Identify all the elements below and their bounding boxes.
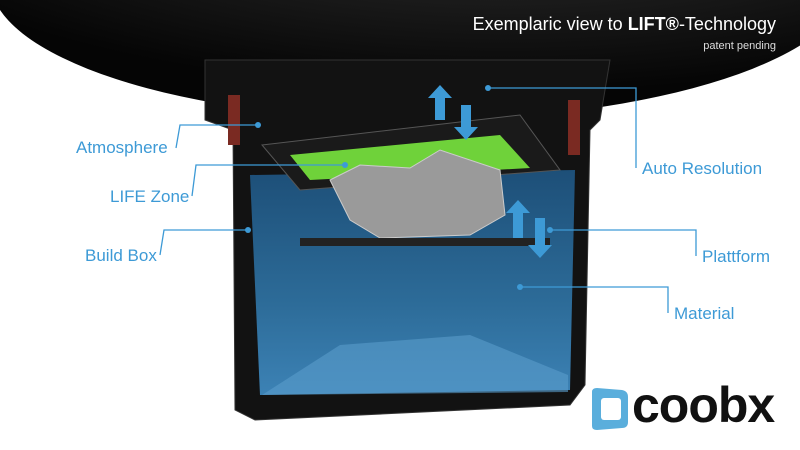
label-atmosphere: Atmosphere <box>76 138 168 157</box>
label-auto-resolution: Auto Resolution <box>642 159 763 178</box>
logo-mark-icon <box>592 388 628 430</box>
subtitle: patent pending <box>703 40 776 52</box>
leader-dots <box>245 85 553 290</box>
logo-text: coobx <box>632 377 775 433</box>
page-title: Exemplaric view to LIFT®-Technology <box>473 14 776 35</box>
auto-resolution-arrows-icon <box>428 85 478 140</box>
atmosphere-seal-right <box>568 100 580 155</box>
label-material: Material <box>674 304 735 323</box>
title-suffix: -Technology <box>678 14 776 34</box>
title-brand: LIFT® <box>627 14 679 34</box>
label-plattform: Plattform <box>702 247 771 266</box>
material-bottom <box>262 335 568 395</box>
label-build-box: Build Box <box>85 246 157 265</box>
coobx-logo: coobx <box>588 377 788 434</box>
build-platform <box>300 238 550 246</box>
platform-arrows-icon <box>506 200 552 258</box>
material-volume <box>250 170 575 395</box>
title-prefix: Exemplaric view to <box>472 14 628 34</box>
atmosphere-seal-left <box>228 95 240 145</box>
leader-lines <box>159 87 697 313</box>
printed-part <box>329 149 506 239</box>
label-life-zone: LIFE Zone <box>110 187 190 206</box>
